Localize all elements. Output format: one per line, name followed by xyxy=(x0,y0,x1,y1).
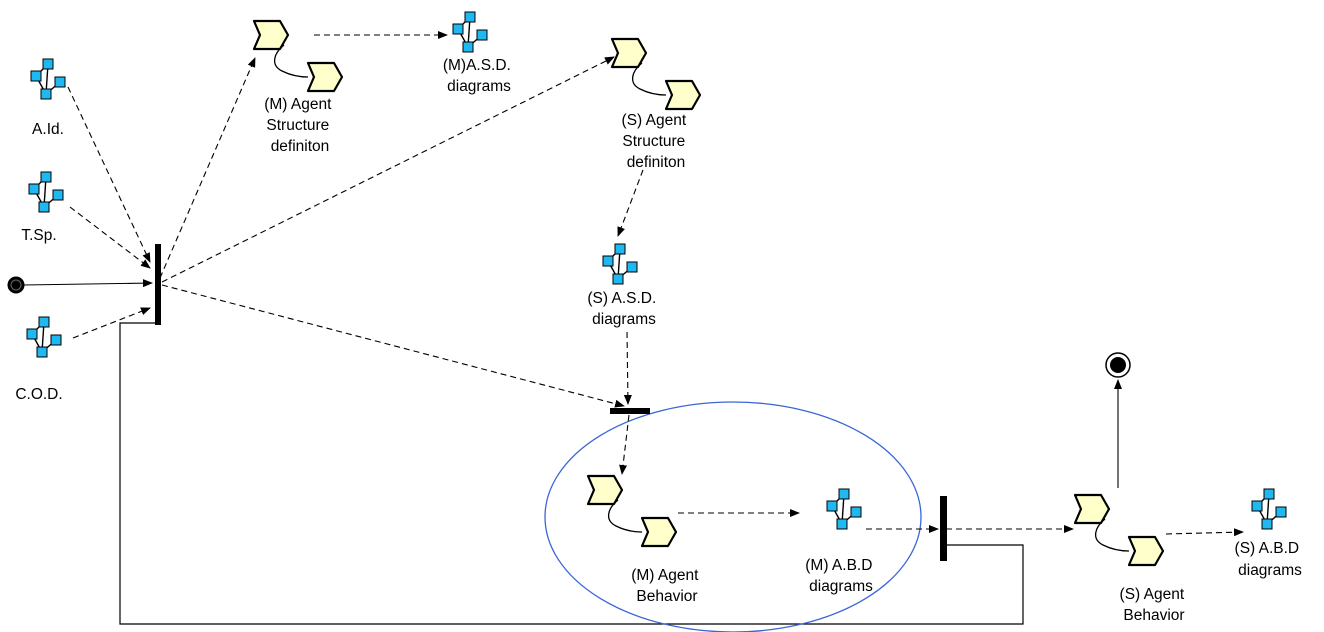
flow-tsp-to-fork xyxy=(69,206,151,269)
initial-node-ring xyxy=(10,279,22,291)
tsp-label: T.Sp. xyxy=(21,227,56,244)
s-abd-artifact-icon xyxy=(1251,488,1287,530)
flow-fork-to-s-struct xyxy=(161,56,615,283)
m-abd-label: (M) A.B.D diagrams xyxy=(805,557,876,595)
m-struct-activity-icon xyxy=(252,19,344,93)
flow-fork-to-join xyxy=(161,284,625,408)
flow-fork-to-m-struct xyxy=(159,57,256,279)
s-behavior-activity-icon xyxy=(1073,493,1165,567)
m-behavior-label: (M) Agent Behavior xyxy=(631,567,703,605)
m-asd-artifact-icon xyxy=(452,11,488,53)
cod-artifact-icon xyxy=(26,316,62,358)
flow-s-behavior-to-s-abd xyxy=(1165,528,1244,537)
m-abd-artifact-icon xyxy=(826,488,862,530)
aid-artifact-icon xyxy=(30,58,66,100)
s-asd-artifact-icon xyxy=(602,243,638,285)
flow-aid-to-fork xyxy=(67,86,151,263)
fork-bar-2 xyxy=(940,496,947,561)
flow-s-struct-to-s-asd xyxy=(617,169,644,237)
m-struct-label: (M) Agent Structure definiton xyxy=(264,96,336,155)
aid-label: A.Id. xyxy=(32,121,64,138)
m-behavior-activity-icon xyxy=(586,474,678,548)
fork-bar-1 xyxy=(155,244,161,325)
s-struct-activity-icon xyxy=(610,37,702,111)
flow-start-to-fork xyxy=(23,279,153,288)
final-node-inner xyxy=(1110,357,1126,373)
loop-back-line xyxy=(119,322,1024,625)
flow-s-asd-to-join xyxy=(623,331,632,405)
iteration-ellipse xyxy=(544,401,922,632)
join-bar xyxy=(610,408,650,414)
tsp-artifact-icon xyxy=(28,171,64,213)
m-asd-label: (M)A.S.D. diagrams xyxy=(443,57,515,95)
s-behavior-label: (S) Agent Behavior xyxy=(1120,586,1189,624)
s-struct-label: (S) Agent Structure definiton xyxy=(622,112,691,171)
initial-node xyxy=(7,276,25,294)
cod-label: C.O.D. xyxy=(15,386,62,403)
s-abd-label: (S) A.B.D diagrams xyxy=(1235,540,1304,579)
s-asd-label: (S) A.S.D. diagrams xyxy=(587,290,660,328)
flow-cod-to-fork xyxy=(72,307,151,339)
flow-lines xyxy=(67,31,1244,537)
